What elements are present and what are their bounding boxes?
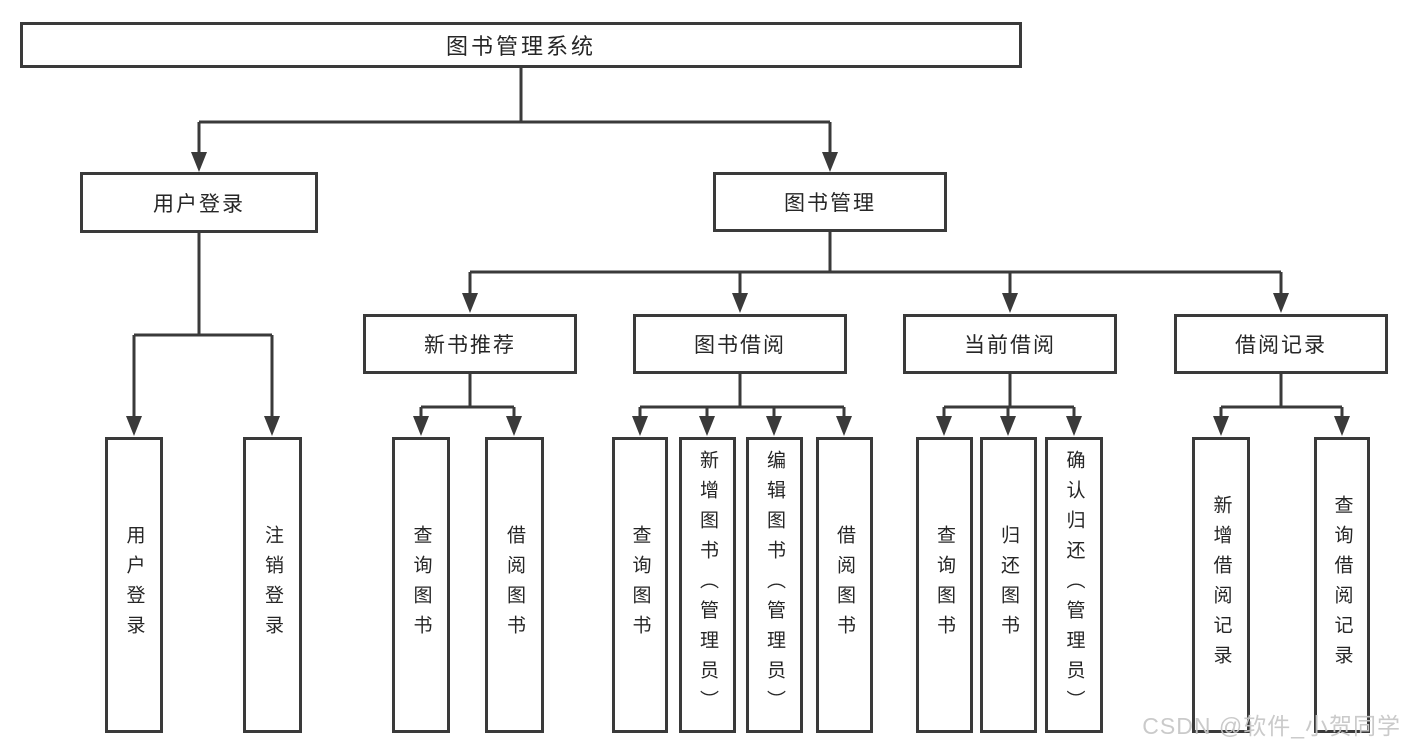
node-label: 图书借阅 [694, 334, 786, 357]
arrowhead [732, 293, 748, 313]
leaf-user-login: 用户登录 [105, 437, 163, 733]
node-label: 借阅图书 [834, 525, 855, 645]
node-label: 查询图书 [410, 525, 432, 645]
node-label: 新增图书（管理员） [697, 450, 718, 720]
arrowhead [1002, 293, 1018, 313]
connector-new-book-recommendation-to-leaves [413, 374, 522, 436]
leaf-add-book-admin: 新增图书（管理员） [679, 437, 736, 733]
arrowhead [1273, 293, 1289, 313]
node-label: 查询图书 [629, 525, 651, 645]
arrowhead [699, 416, 715, 436]
connector-borrowing-records-to-leaves [1213, 374, 1350, 436]
connector-book-borrowing-to-leaves [632, 374, 852, 436]
connector-root-to-level2 [191, 68, 838, 172]
arrowhead [822, 152, 838, 172]
node-label: 当前借阅 [964, 334, 1056, 357]
leaf-confirm-return-admin: 确认归还（管理员） [1045, 437, 1103, 733]
leaf-borrow-books: 借阅图书 [816, 437, 873, 733]
leaf-return-book: 归还图书 [980, 437, 1037, 733]
arrowhead [462, 293, 478, 313]
leaf-query-borrow-record: 查询借阅记录 [1314, 437, 1370, 733]
arrowhead [1066, 416, 1082, 436]
node-user-login: 用户登录 [80, 172, 318, 233]
node-label: 用户登录 [153, 192, 245, 216]
node-label: 确认归还（管理员） [1063, 450, 1085, 720]
node-label: 图书管理 [784, 192, 876, 215]
arrowhead [1213, 416, 1229, 436]
arrowhead [936, 416, 952, 436]
arrowhead [413, 416, 429, 436]
node-label: 借阅记录 [1235, 334, 1327, 357]
connector-book-management-to-level3 [462, 232, 1289, 313]
node-label: 归还图书 [998, 525, 1019, 645]
leaf-query-books-current: 查询图书 [916, 437, 973, 733]
node-label: 新书推荐 [424, 334, 516, 357]
leaf-query-books-borrowing: 查询图书 [612, 437, 668, 733]
node-book-borrowing: 图书借阅 [633, 314, 847, 374]
node-label: 借阅图书 [504, 525, 525, 645]
arrowhead [766, 416, 782, 436]
node-borrowing-records: 借阅记录 [1174, 314, 1388, 374]
leaf-add-borrow-record: 新增借阅记录 [1192, 437, 1250, 733]
node-new-book-recommendation: 新书推荐 [363, 314, 577, 374]
node-label: 查询借阅记录 [1331, 495, 1353, 675]
node-label: 编辑图书（管理员） [764, 450, 785, 720]
node-label: 用户登录 [123, 525, 145, 645]
node-book-management: 图书管理 [713, 172, 947, 232]
leaf-logout: 注销登录 [243, 437, 302, 733]
node-label: 新增借阅记录 [1210, 495, 1232, 675]
arrowhead [836, 416, 852, 436]
node-label: 图书管理系统 [445, 34, 596, 59]
connector-current-borrowing-to-leaves [936, 374, 1082, 436]
node-current-borrowing: 当前借阅 [903, 314, 1117, 374]
arrowhead [191, 152, 207, 172]
leaf-edit-book-admin: 编辑图书（管理员） [746, 437, 803, 733]
node-label: 查询图书 [934, 525, 955, 645]
connector-user-login-to-leaves [126, 233, 280, 436]
arrowhead [1334, 416, 1350, 436]
arrowhead [506, 416, 522, 436]
arrowhead [126, 416, 142, 436]
leaf-borrow-books-recommendation: 借阅图书 [485, 437, 544, 733]
leaf-query-books-recommendation: 查询图书 [392, 437, 450, 733]
csdn-watermark: CSDN @软件_小贺同学 [1142, 713, 1401, 739]
arrowhead [632, 416, 648, 436]
node-label: 注销登录 [262, 525, 283, 645]
arrowhead [264, 416, 280, 436]
node-library-management-system: 图书管理系统 [20, 22, 1022, 68]
arrowhead [1000, 416, 1016, 436]
